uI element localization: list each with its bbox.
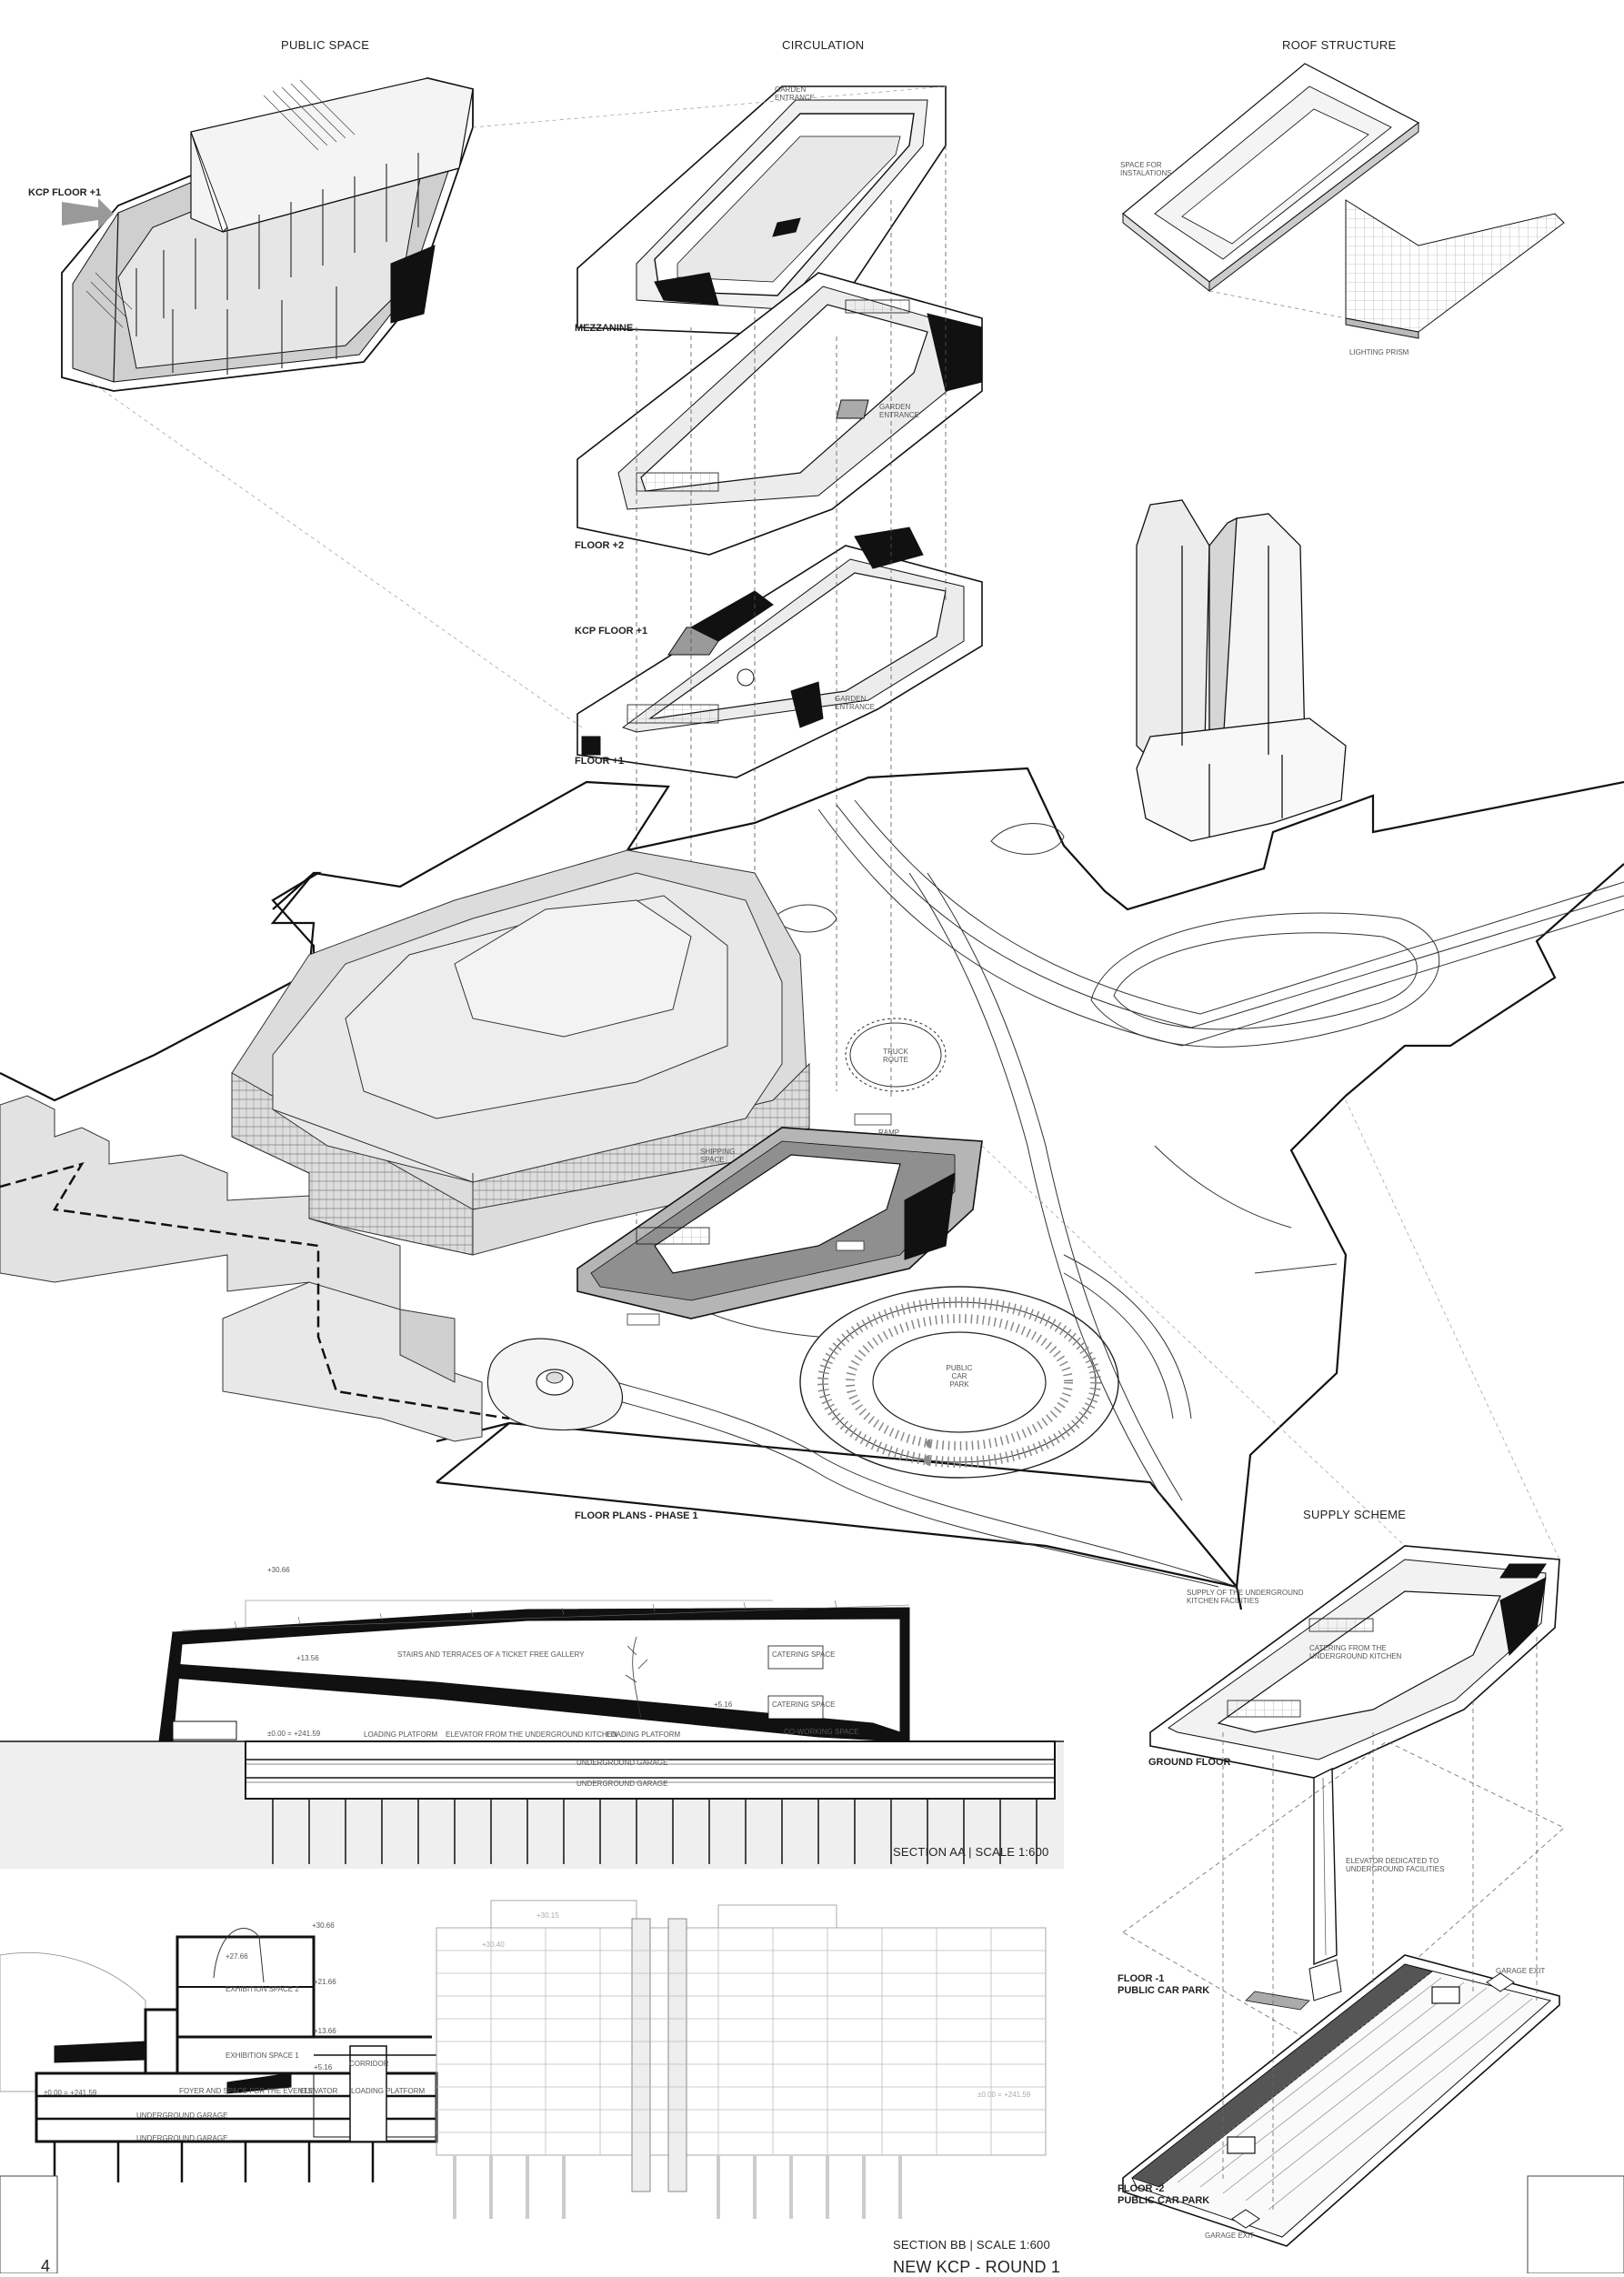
supply-projection-lines [1222, 1637, 1538, 2210]
section-aa-level-ground: ±0.00 = +241.59 [267, 1730, 321, 1738]
supply-garage-exit-2: GARAGE EXIT [1205, 2232, 1255, 2240]
section-bb-elevator: ELEVATOR [300, 2087, 338, 2095]
header-public-space: PUBLIC SPACE [281, 38, 370, 52]
section-bb-foyer: FOYER AND SPACE FOR THE EVENTS [179, 2087, 313, 2095]
page-number: 4 [41, 2257, 51, 2275]
supply-public-car-park-1: PUBLIC CAR PARK [1118, 1985, 1210, 1996]
section-aa-coworking: CO-WORKING SPACE [784, 1728, 859, 1736]
supply-ground-floor-plate [1149, 1545, 1560, 1779]
supply-public-car-park-2: PUBLIC CAR PARK [1118, 2195, 1210, 2206]
section-aa-catering-2: CATERING SPACE [772, 1700, 836, 1709]
section-bb-level-2766: +27.66 [226, 1952, 248, 1961]
footer-page-box-right [1527, 2175, 1624, 2273]
section-aa-caption: SECTION AA | SCALE 1:600 [893, 1845, 1049, 1859]
section-bb-exhibition-1: EXHIBITION SPACE 1 [226, 2051, 299, 2060]
section-bb-loading: LOADING PLATFORM [351, 2087, 426, 2095]
diagram-leader-lines [90, 85, 1560, 1560]
supply-elevator-shaft [1245, 1767, 1342, 2011]
existing-building-massing [231, 849, 810, 1256]
header-supply-scheme: SUPPLY SCHEME [1303, 1508, 1407, 1521]
header-roof-structure: ROOF STRUCTURE [1282, 38, 1397, 52]
site-cars-trucks [627, 1113, 892, 1326]
supply-floor-minus1-plane [1122, 1740, 1565, 2047]
roof-structure-axonometric [1122, 63, 1565, 339]
site-plan-caption: FLOOR PLANS - PHASE 1 [575, 1510, 698, 1521]
section-aa-garage-2: UNDERGROUND GARAGE [576, 1780, 668, 1788]
section-aa-catering-1: CATERING SPACE [772, 1650, 836, 1659]
section-aa-elevator: ELEVATOR FROM THE UNDERGROUND KITCHEN [446, 1730, 617, 1739]
section-aa-level-top: +30.66 [267, 1566, 290, 1574]
circulation-floor-plus2-label: FLOOR +2 [575, 540, 625, 551]
site-boundary [0, 767, 1624, 1610]
circulation-garden-entrance-low: GARDEN ENTRANCE [835, 695, 876, 711]
site-ramp: RAMP [878, 1128, 900, 1137]
circulation-floor-plus1-plate [576, 527, 983, 778]
section-bb-exhibition-2: EXHIBITION SPACE 2 [226, 1985, 299, 1993]
section-aa-drawing [0, 1600, 1064, 1869]
section-bb-level-2166: +21.66 [314, 1978, 336, 1986]
public-space-axonometric [61, 77, 474, 392]
supply-floor-minus1-label: FLOOR -1 [1118, 1973, 1165, 1984]
section-aa-gallery-label: STAIRS AND TERRACES OF A TICKET FREE GAL… [397, 1650, 585, 1659]
section-bb-level-ground: ±0.00 = +241.59 [44, 2089, 97, 2097]
car-park-circle [799, 1286, 1119, 1479]
section-bb-garage-2: UNDERGROUND GARAGE [136, 2134, 228, 2142]
new-kcp-building-site [576, 1127, 983, 1319]
section-bb-level-1366: +13.66 [314, 2027, 336, 2035]
supply-garage-exit-1: GARAGE EXIT [1496, 1967, 1546, 1975]
section-aa-garage-1: UNDERGROUND GARAGE [576, 1759, 668, 1767]
section-bb-garage-1: UNDERGROUND GARAGE [136, 2111, 228, 2120]
project-title: NEW KCP - ROUND 1 [893, 2258, 1061, 2276]
section-bb-caption: SECTION BB | SCALE 1:600 [893, 2238, 1050, 2252]
section-bb-existing-level-right: ±0.00 = +241.59 [977, 2091, 1031, 2099]
circulation-floor-plus1-label: FLOOR +1 [575, 756, 625, 767]
circulation-floor-plus2-plate [576, 272, 983, 556]
circulation-garden-entrance-top: GARDEN ENTRANCE [775, 85, 816, 102]
circulation-mezzanine-label: MEZZANINE [575, 323, 634, 334]
existing-left-wing [0, 1095, 510, 1442]
roof-space-for-installations: SPACE FOR INSTALATIONS [1120, 161, 1172, 177]
supply-ground-floor-label: GROUND FLOOR [1148, 1757, 1231, 1768]
section-bb-existing-building [436, 1900, 1047, 2219]
section-bb-existing-level-mid: +30.40 [482, 1941, 505, 1949]
public-space-kcp-floor-label: KCP FLOOR +1 [28, 187, 102, 198]
site-public-car-park: PUBLIC CAR PARK [946, 1364, 973, 1389]
circulation-garden-entrance-mid: GARDEN ENTRANCE [879, 403, 920, 419]
section-bb-existing-level-top: +30.15 [536, 1911, 559, 1920]
section-bb-level-3066: +30.66 [312, 1921, 335, 1930]
section-aa-loading-1: LOADING PLATFORM [364, 1730, 438, 1739]
supply-elevator-dedicated: ELEVATOR DEDICATED TO UNDERGROUND FACILI… [1346, 1857, 1445, 1873]
header-circulation: CIRCULATION [782, 38, 865, 52]
site-truck-route: TRUCK ROUTE [883, 1048, 908, 1064]
supply-catering-kitchen: CATERING FROM THE UNDERGROUND KITCHEN [1309, 1644, 1402, 1660]
section-aa-loading-2: LOADING PLATFORM [606, 1730, 681, 1739]
tower-massing [1136, 499, 1347, 842]
footer-page-box-left [0, 2175, 58, 2273]
supply-underground-kitchen: SUPPLY OF THE UNDERGROUND KITCHEN FACILI… [1187, 1589, 1304, 1605]
circulation-kcp-floor-plus1-label: KCP FLOOR +1 [575, 626, 648, 637]
supply-floor-minus2-label: FLOOR -2 [1118, 2183, 1165, 2194]
section-aa-level-1356: +13.56 [296, 1654, 319, 1662]
section-aa-level-516: +5.16 [714, 1700, 733, 1709]
circulation-mezzanine-plate [576, 85, 947, 337]
section-bb-corridor: CORRIDOR [349, 2060, 389, 2068]
roof-lighting-prism: LIGHTING PRISM [1349, 348, 1409, 356]
truck-route-circle [845, 1018, 947, 1092]
roundabout-left [487, 1338, 624, 1431]
supply-floor-minus2-car-park [1122, 1954, 1560, 2247]
site-shipping-space: SHIPPING SPACE [700, 1148, 736, 1164]
section-bb-level-516: +5.16 [314, 2063, 333, 2071]
section-bb-drawing [0, 1928, 438, 2182]
